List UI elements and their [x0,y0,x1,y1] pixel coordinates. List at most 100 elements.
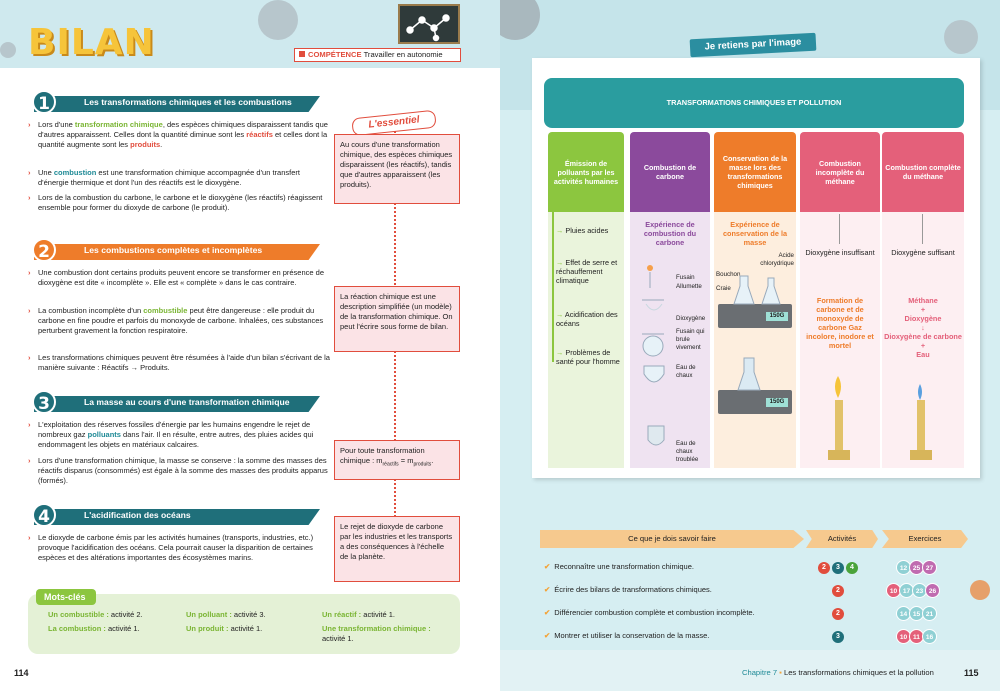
exercise-badge[interactable]: 21 [922,606,937,621]
section-number: 2 [32,238,56,262]
experiment-label: Eau de chaux troublée [676,440,699,463]
oxygen-condition: Dioxygène insuffisant [805,248,875,257]
page-title: BILAN [28,22,155,63]
keyword-item: Une transformation chimique : activité 1… [322,624,431,643]
flask-illustration [733,275,781,305]
section-title: Les combustions complètes et incomplètes [84,245,263,255]
section-2-header: 2 Les combustions complètes et incomplèt… [14,238,320,262]
skill-row: ✔Montrer et utiliser la conservation de … [544,631,710,640]
planet-decoration [944,20,978,54]
experiment-label: Acide chlorydrique [760,252,794,267]
keywords-box [28,594,460,654]
competence-text: Travailler en autonomie [363,50,443,59]
experiment-title: Expérience de conservation de la masse [722,220,788,247]
page-number: 114 [14,668,29,678]
skills-header: Ce que je dois savoir faire [540,530,804,548]
planet-decoration [970,580,990,600]
section-3-paragraph: ›Lors d'une transformation chimique, la … [28,456,328,485]
section-3-header: 3 La masse au cours d'une transformation… [14,390,320,414]
section-1-paragraph: ›Lors de la combustion du carbone, le ca… [28,193,323,212]
section-4-header: 4 L'acidification des océans [14,503,320,527]
essential-box: La réaction chimique est une description… [334,286,460,352]
exercise-badge[interactable]: 16 [922,629,937,644]
competence-label: COMPÉTENCE [308,50,362,59]
pollution-effect: → Effet de serre et réchauffement climat… [556,258,618,285]
column-header: Conservation de la masse lors des transf… [714,132,796,212]
skill-row: ✔Écrire des bilans de transformations ch… [544,585,712,594]
pollution-effect: → Problèmes de santé pour l'homme [556,348,620,366]
section-2-paragraph: ›Les transformations chimiques peuvent ê… [28,353,330,372]
activity-badges: 3 [832,631,846,643]
section-1-paragraph: ›Lors d'une transformation chimique, des… [28,120,328,149]
bunsen-burner-icon [828,376,850,460]
right-page: Je retiens par l'image TRANSFORMATIONS C… [500,0,1000,691]
exercise-badge[interactable]: 25 [909,560,924,575]
experiment-label: Allumette [676,283,702,290]
activity-badge[interactable]: 3 [832,562,844,574]
competence-box: COMPÉTENCE Travailler en autonomie [294,48,461,62]
activity-badge[interactable]: 2 [832,585,844,597]
activity-badge[interactable]: 2 [832,608,844,620]
planet-decoration [0,42,16,58]
pollution-effect: → Acidification des océans [556,310,618,328]
experiment-label: Fusain qui brule vivement [676,328,705,351]
section-number: 4 [32,503,56,527]
footer-band [500,650,1000,691]
experiment-label: Fusain [676,274,695,281]
column-body [548,212,624,468]
oxygen-condition: Dioxygène suffisant [891,248,955,257]
arrow-connector [839,214,840,244]
keyword-item: Un produit : activité 1. [186,624,263,633]
section-4-paragraph: ›Le dioxyde de carbone émis par les acti… [28,533,314,562]
column-header: Combustion de carbone [630,132,710,212]
section-1-paragraph: ›Une combustion est une transformation c… [28,168,300,187]
exercise-badge[interactable]: 26 [925,583,940,598]
keywords-title: Mots-clés [36,589,96,605]
section-number: 1 [32,90,56,114]
section-1-header: 1 Les transformations chimiques et les c… [14,90,320,114]
flask-illustration [737,357,761,391]
pollution-effect: → Pluies acides [556,226,609,235]
experiment-label: Eau de chaux [676,364,696,379]
bunsen-burner-icon [910,384,932,460]
keyword-item: La combustion : activité 1. [48,624,140,633]
section-title: L'acidification des océans [84,510,191,520]
activity-badges: 2 [832,585,846,597]
combustion-experiment-illustration [642,265,665,446]
skill-row: ✔Différencier combustion complète et com… [544,608,755,617]
column-header: Combustion incomplète du méthane [800,132,880,212]
keyword-item: Un polluant : activité 3. [186,610,266,619]
activity-badge[interactable]: 4 [846,562,858,574]
exercise-badge[interactable]: 14 [896,606,911,621]
activity-badge[interactable]: 3 [832,631,844,643]
column-header: Combustion complète du méthane [882,132,964,212]
section-2-paragraph: ›Une combustion dont certains produits p… [28,268,324,287]
column-body [630,212,710,468]
keyword-item: Un combustible : activité 2. [48,610,143,619]
experiment-title: Expérience de combustion du carbone [643,220,697,247]
experiment-label: Dioxygène [676,315,706,322]
combustion-result: Formation de carbone et de monoxyde de c… [806,296,874,350]
column-body [714,212,796,468]
scale-display: 150G [766,312,788,321]
section-title: La masse au cours d'une transformation c… [84,397,290,407]
skill-row: ✔Reconnaître une transformation chimique… [544,562,694,571]
activity-badge[interactable]: 2 [818,562,830,574]
essential-box: Au cours d'une transformation chimique, … [334,134,460,204]
exercise-badge[interactable]: 27 [922,560,937,575]
combustion-result: Méthane+Dioxygène↓Dioxygène de carbone+E… [884,296,962,359]
exercises-header: Exercices [882,530,968,548]
scale-display: 150G [766,398,788,407]
experiment-label: Bouchon [716,271,741,278]
left-page: BILAN COMPÉTENCE Travailler en autonomie… [0,0,500,678]
experiment-label: Craie [716,285,731,292]
keyword-item: Un réactif : activité 1. [322,610,395,619]
molecule-board-icon [398,4,460,44]
section-3-paragraph: ›L'exploitation des réserves fossiles d'… [28,420,314,449]
activity-badges: 2 [832,608,846,620]
essential-box: Pour toute transformation chimique : mré… [334,440,460,480]
